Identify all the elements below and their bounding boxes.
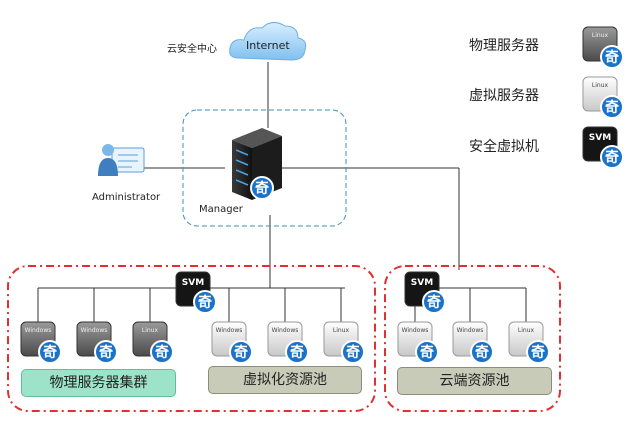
server-os-label: SVM	[589, 133, 611, 143]
svg-text:奇: 奇	[99, 344, 113, 361]
svg-text:奇: 奇	[427, 294, 441, 311]
qihoo-badge-icon: 奇	[422, 290, 446, 314]
server-os-label: Windows	[81, 327, 108, 334]
qihoo-badge-icon: 奇	[415, 340, 439, 364]
cloud-zone	[384, 265, 561, 412]
svg-text:奇: 奇	[420, 344, 434, 361]
internet-cloud-icon	[229, 22, 307, 61]
svg-text:奇: 奇	[531, 344, 545, 361]
cloud-pool-label: 云端资源池	[397, 367, 552, 395]
manager-badge-icon: 奇	[250, 176, 274, 200]
server-os-label: Linux	[518, 327, 535, 334]
qihoo-badge-icon: 奇	[600, 45, 624, 69]
physical-pool-label: 物理服务器集群	[21, 369, 176, 397]
qihoo-badge-icon: 奇	[600, 145, 624, 169]
legend-label-svm: 安全虚拟机	[469, 139, 539, 155]
server-os-label: Windows	[272, 327, 299, 334]
qihoo-badge-icon: 奇	[94, 340, 118, 364]
svg-text:奇: 奇	[475, 344, 489, 361]
server-os-label: SVM	[182, 278, 204, 288]
svg-text:奇: 奇	[43, 344, 57, 361]
qihoo-badge-icon: 奇	[38, 340, 62, 364]
local-zone	[7, 265, 376, 412]
qihoo-badge-icon: 奇	[526, 340, 550, 364]
manager-zone	[182, 109, 347, 227]
cloud-caption: 云安全中心	[167, 44, 217, 55]
server-os-label: Linux	[592, 82, 609, 89]
server-os-label: SVM	[411, 278, 433, 288]
server-os-label: Linux	[142, 327, 159, 334]
qihoo-badge-icon: 奇	[470, 340, 494, 364]
server-os-label: Linux	[333, 327, 350, 334]
svg-text:奇: 奇	[255, 180, 269, 197]
qihoo-badge-icon: 奇	[285, 340, 309, 364]
svg-text:奇: 奇	[346, 344, 360, 361]
server-os-label: Windows	[25, 327, 52, 334]
svg-text:奇: 奇	[234, 344, 248, 361]
administrator-label: Administrator	[92, 192, 161, 203]
qihoo-badge-icon: 奇	[193, 290, 217, 314]
qihoo-badge-icon: 奇	[341, 340, 365, 364]
server-os-label: Linux	[592, 32, 609, 39]
virtual-pool-label: 虚拟化资源池	[208, 366, 362, 394]
svg-text:奇: 奇	[605, 99, 619, 116]
server-os-label: Windows	[216, 327, 243, 334]
svg-text:奇: 奇	[155, 344, 169, 361]
manager-label: Manager	[199, 204, 243, 215]
server-os-label: Windows	[457, 327, 484, 334]
qihoo-badge-icon: 奇	[150, 340, 174, 364]
svg-text:奇: 奇	[198, 294, 212, 311]
qihoo-badge-icon: 奇	[229, 340, 253, 364]
qihoo-badge-icon: 奇	[600, 95, 624, 119]
svg-text:奇: 奇	[290, 344, 304, 361]
svg-text:奇: 奇	[605, 149, 619, 166]
svg-text:奇: 奇	[605, 49, 619, 66]
legend-label-physical: 物理服务器	[469, 38, 539, 54]
internet-label: Internet	[246, 39, 290, 52]
legend-label-virtual: 虚拟服务器	[469, 88, 539, 104]
server-os-label: Windows	[402, 327, 429, 334]
administrator-icon	[98, 144, 145, 176]
